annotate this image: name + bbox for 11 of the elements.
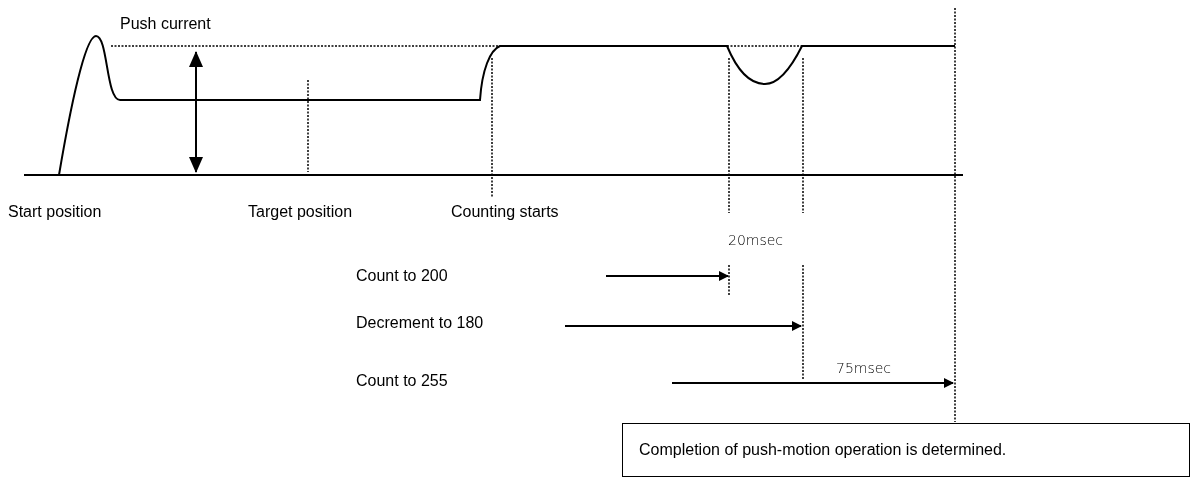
position-label: Target position (248, 202, 353, 222)
time-label: 75msec (836, 360, 892, 378)
note-text: Completion of push-motion operation is determined. (639, 440, 1008, 460)
count-label: Count to 255 (356, 371, 448, 391)
note-box (622, 423, 1190, 477)
position-label: Counting starts (451, 202, 559, 222)
time-label: 20msec (728, 232, 784, 250)
axis-label: Push current (120, 14, 211, 34)
count-label: Decrement to 180 (356, 313, 484, 333)
count-label: Count to 200 (356, 266, 448, 286)
position-label: Start position (8, 202, 102, 222)
